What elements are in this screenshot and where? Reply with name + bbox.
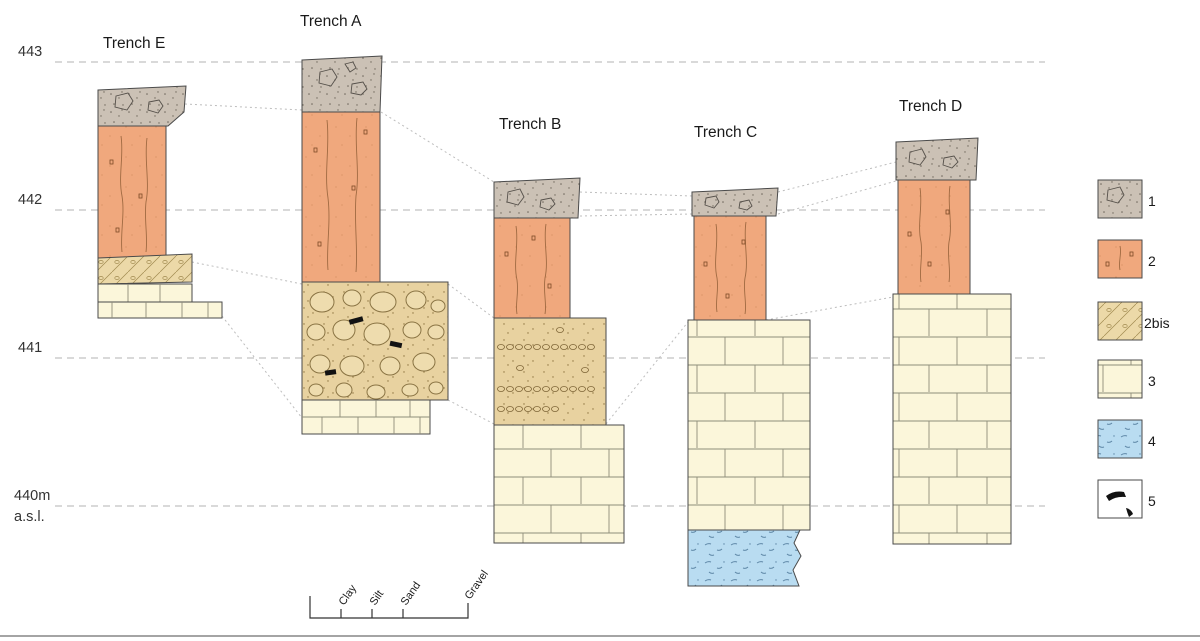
trench-c-unit-4 bbox=[687, 529, 802, 587]
trench-e-unit-2 bbox=[97, 125, 167, 259]
trench-e-unit-2bis bbox=[97, 253, 193, 285]
correlation-line bbox=[447, 283, 495, 319]
trench-a-unit-3 bbox=[301, 399, 431, 435]
trench-c-unit-3 bbox=[687, 319, 811, 531]
trench-b-unit-1 bbox=[493, 177, 581, 219]
correlation-line bbox=[579, 191, 693, 197]
legend-item-4: 4 bbox=[1097, 419, 1156, 459]
trench-a-label: Trench A bbox=[300, 13, 362, 30]
correlation-line bbox=[765, 296, 894, 321]
legend-item-2: 2 bbox=[1097, 239, 1156, 279]
trench-a-unit-2 bbox=[301, 111, 381, 283]
correlation-line bbox=[191, 261, 303, 285]
black-clast bbox=[389, 340, 403, 349]
pebble-row bbox=[497, 344, 595, 350]
correlation-lines bbox=[184, 103, 897, 425]
correlation-line bbox=[579, 213, 693, 217]
trench-a: Trench A bbox=[300, 13, 449, 435]
trench-e: Trench E bbox=[97, 35, 223, 319]
correlation-line bbox=[777, 161, 897, 193]
elevation-label-asl: a.s.l. bbox=[14, 509, 45, 525]
trench-c-unit-1 bbox=[691, 187, 779, 217]
elevation-label-443: 443 bbox=[18, 44, 42, 60]
elevation-labels: 443 442 441 440m a.s.l. bbox=[14, 44, 50, 525]
trench-b-unit-2bis bbox=[493, 317, 607, 426]
correlation-line bbox=[447, 399, 495, 425]
trench-a-unit-1 bbox=[301, 55, 383, 113]
trench-e-unit-1 bbox=[97, 85, 187, 127]
trench-d-unit-1 bbox=[895, 137, 979, 181]
pebble-row bbox=[497, 386, 595, 392]
grain-scale-axis bbox=[309, 596, 469, 619]
black-clast bbox=[1106, 491, 1126, 501]
trench-b-unit-2 bbox=[493, 217, 571, 319]
trench-d-unit-2 bbox=[897, 179, 971, 295]
legend-item-1: 1 bbox=[1097, 179, 1156, 219]
black-clast bbox=[324, 369, 337, 376]
trench-d: Trench D bbox=[892, 98, 1012, 545]
legend-label-2: 2 bbox=[1148, 253, 1156, 269]
black-clast bbox=[348, 316, 364, 325]
elevation-label-442: 442 bbox=[18, 192, 42, 208]
elevation-label-441: 441 bbox=[18, 340, 42, 356]
legend-label-3: 3 bbox=[1148, 373, 1156, 389]
trench-c-unit-2 bbox=[693, 215, 767, 321]
correlation-line bbox=[605, 321, 689, 425]
grain-label-gravel: Gravel bbox=[463, 568, 491, 601]
black-clast bbox=[1126, 508, 1133, 517]
trench-e-unit-3 bbox=[97, 283, 223, 319]
legend: 1 2 2bis 3 4 5 bbox=[1097, 179, 1170, 519]
legend-label-5: 5 bbox=[1148, 493, 1156, 509]
trench-c-label: Trench C bbox=[694, 124, 757, 141]
legend-item-2bis: 2bis bbox=[1097, 301, 1170, 341]
correlation-line bbox=[380, 111, 495, 183]
trench-a-unit-2bis bbox=[301, 281, 449, 401]
trench-d-label: Trench D bbox=[899, 98, 962, 115]
legend-label-4: 4 bbox=[1148, 433, 1156, 449]
grain-label-clay: Clay bbox=[337, 582, 360, 607]
legend-label-1: 1 bbox=[1148, 193, 1156, 209]
trench-b-unit-3 bbox=[493, 424, 625, 544]
pebble-row bbox=[497, 406, 559, 412]
correlation-line bbox=[184, 103, 303, 111]
grain-size-scale: Clay Silt Sand Gravel bbox=[309, 568, 491, 619]
correlation-line bbox=[221, 315, 303, 419]
grain-label-silt: Silt bbox=[368, 588, 387, 607]
trench-e-label: Trench E bbox=[103, 35, 165, 52]
legend-item-5: 5 bbox=[1097, 479, 1156, 519]
legend-item-3: 3 bbox=[1097, 359, 1156, 399]
legend-label-2bis: 2bis bbox=[1144, 315, 1170, 331]
trench-d-unit-3 bbox=[892, 293, 1012, 545]
trench-b: Trench B bbox=[493, 116, 625, 544]
elevation-label-440m: 440m bbox=[14, 488, 50, 504]
trench-b-label: Trench B bbox=[499, 116, 561, 133]
grain-label-sand: Sand bbox=[399, 580, 424, 608]
trench-c: Trench C bbox=[687, 124, 811, 587]
correlation-line bbox=[777, 180, 897, 215]
